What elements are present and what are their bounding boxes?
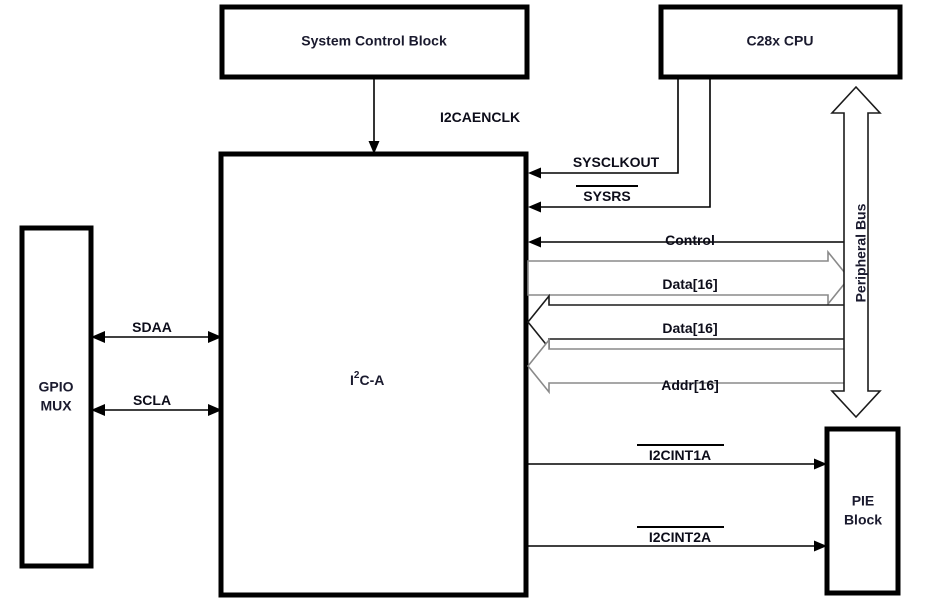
signal-i2cint1a: I2CINT1A — [528, 444, 827, 470]
system-control-block-label: System Control Block — [301, 33, 447, 49]
i2c-a-label-suffix: C-A — [359, 372, 384, 388]
sysclkout-label: SYSCLKOUT — [573, 154, 660, 170]
i2c-a-label: I2C-A — [350, 370, 384, 388]
signal-sysclkout: SYSCLKOUT — [528, 79, 679, 179]
i2caenclk-label: I2CAENCLK — [440, 109, 520, 125]
system-control-block-rect — [219, 4, 530, 80]
i2cint2a-label: I2CINT2A — [649, 529, 711, 545]
addr-in-bus-arrow — [526, 337, 850, 395]
i2c-a-label-superscript: 2 — [354, 370, 360, 381]
addr-in-label: Addr[16] — [661, 377, 719, 393]
data-in-bus-arrow — [526, 293, 850, 351]
block-i2c-a: I2C-A — [218, 151, 529, 598]
block-pie-block: PIE Block — [824, 426, 901, 596]
signal-i2cint2a: I2CINT2A — [528, 526, 827, 552]
sdaa-label: SDAA — [132, 319, 172, 335]
sysclkout-line — [537, 79, 679, 174]
sysrs-line — [537, 79, 711, 208]
i2cint1a-arrowhead — [814, 458, 827, 470]
c28x-cpu-rect — [658, 4, 903, 80]
signal-addr-in: Addr[16] — [526, 337, 850, 395]
signal-data-out: Data[16] — [527, 249, 851, 307]
i2c-a-label-prefix: I — [350, 372, 354, 388]
control-label: Control — [665, 232, 715, 248]
signal-sysrs: SYSRS — [528, 79, 711, 213]
data-in-label: Data[16] — [662, 320, 717, 336]
i2caenclk-arrowhead — [368, 141, 380, 154]
gpio-mux-label-line2: MUX — [40, 398, 72, 414]
block-gpio-mux: GPIO MUX — [19, 225, 94, 569]
peripheral-bus: Peripheral Bus — [830, 85, 882, 419]
sysrs-arrowhead — [528, 201, 541, 213]
data-out-label: Data[16] — [662, 276, 717, 292]
gpio-mux-label-line1: GPIO — [38, 379, 73, 395]
scla-arrowhead-left — [91, 404, 105, 416]
sysclkout-arrowhead — [528, 167, 541, 179]
pie-block-rect — [824, 426, 901, 596]
peripheral-bus-arrow — [830, 85, 882, 419]
block-system-control-block: System Control Block — [219, 4, 530, 80]
sdaa-arrowhead-left — [91, 331, 105, 343]
i2c-a-rect — [218, 151, 529, 598]
signal-data-in: Data[16] — [526, 293, 850, 351]
signal-scla: SCLA — [91, 392, 222, 416]
scla-arrowhead-right — [208, 404, 222, 416]
pie-block-label-line2: Block — [844, 512, 882, 528]
gpio-mux-rect — [19, 225, 94, 569]
i2cint2a-arrowhead — [814, 540, 827, 552]
signal-i2caenclk: I2CAENCLK — [368, 79, 520, 154]
i2cint1a-label: I2CINT1A — [649, 447, 711, 463]
data-out-bus-arrow — [527, 249, 851, 307]
peripheral-bus-label: Peripheral Bus — [853, 203, 869, 302]
block-c28x-cpu: C28x CPU — [658, 4, 903, 80]
sdaa-arrowhead-right — [208, 331, 222, 343]
pie-block-label-line1: PIE — [852, 493, 875, 509]
sysrs-label: SYSRS — [583, 188, 630, 204]
c28x-cpu-label: C28x CPU — [747, 33, 814, 49]
control-arrowhead — [528, 236, 541, 248]
scla-label: SCLA — [133, 392, 171, 408]
signal-control: Control — [528, 232, 849, 248]
signal-sdaa: SDAA — [91, 319, 222, 343]
